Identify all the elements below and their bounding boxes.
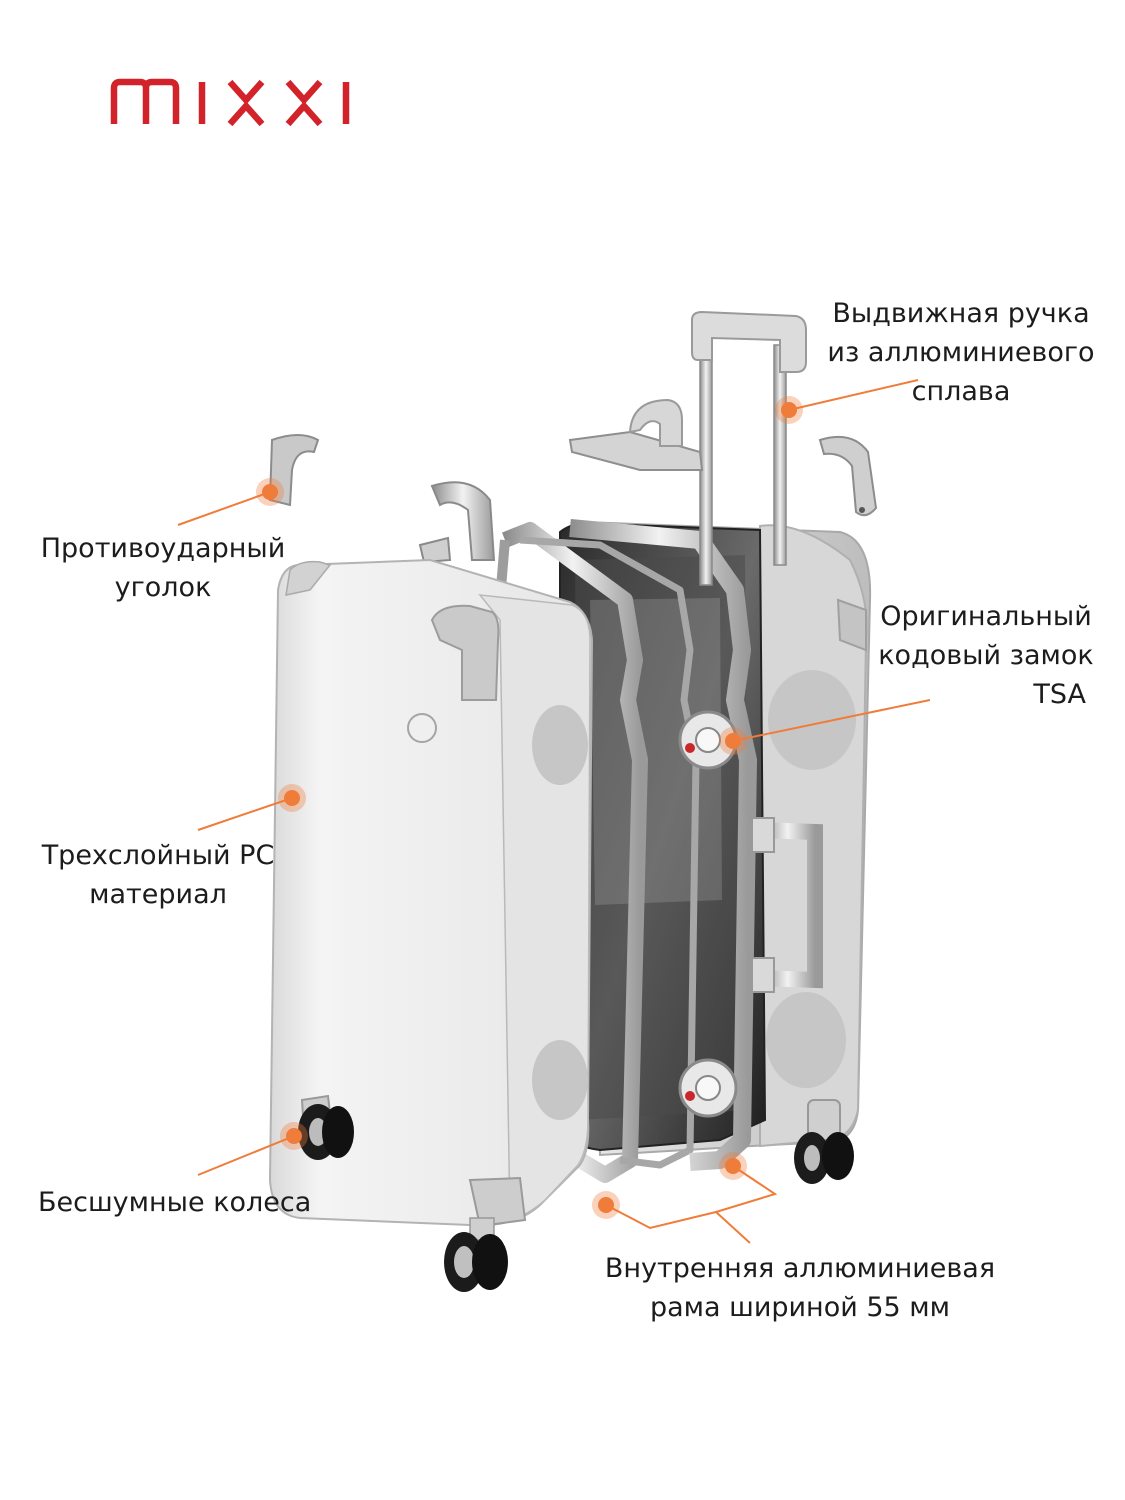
telescopic-handle: [568, 310, 807, 586]
callout-corner-line-2: уголок: [114, 572, 212, 603]
callout-dot-frame-left: [592, 1191, 620, 1219]
callout-frame-line-2: рама шириной 55 мм: [649, 1292, 951, 1323]
callout-dot-lock: [719, 727, 747, 755]
side-handle: [751, 817, 823, 993]
callout-wheels-line-1: Бесшумные колеса: [38, 1187, 312, 1218]
tsa-lock-top: [678, 710, 738, 770]
callout-handle-line-1: Выдвижная ручка: [832, 298, 1090, 329]
corner-protector-right: [818, 436, 878, 517]
callout-label-wheels: Бесшумные колеса: [38, 1183, 311, 1222]
callout-lock-line-2: кодовый замок: [878, 640, 1094, 671]
callout-material-line-1: Трехслойный PC: [41, 840, 275, 871]
callout-corner-line-1: Противоударный: [40, 533, 286, 564]
callout-frame-line-1: Внутренняя аллюминиевая: [604, 1253, 996, 1284]
callout-lock-line-3: TSA: [1033, 679, 1086, 710]
wheels-front: [298, 1104, 508, 1292]
callout-lines: [177, 379, 931, 1244]
callout-dots: [256, 396, 803, 1219]
corner-protector-left: [268, 434, 320, 507]
callout-dot-frame-right: [719, 1152, 747, 1180]
callout-dot-material: [278, 784, 306, 812]
corner-protector-mid: [418, 481, 496, 564]
callout-handle-line-3: сплава: [911, 376, 1011, 407]
callout-lock-line-1: Оригинальный: [880, 601, 1092, 632]
callout-label-frame: Внутренняя аллюминиевая рама шириной 55 …: [590, 1249, 1010, 1327]
callout-dot-wheels: [280, 1122, 308, 1150]
mixi-logo: [110, 78, 350, 126]
callout-label-material: Трехслойный PC материал: [28, 836, 288, 914]
callout-handle-line-2: из аллюминиевого: [827, 337, 1095, 368]
front-shell: [268, 558, 594, 1228]
callout-dot-handle: [775, 396, 803, 424]
callout-label-handle: Выдвижная ручка из аллюминиевого сплава: [826, 294, 1096, 411]
callout-material-line-2: материал: [89, 879, 227, 910]
tsa-lock-bottom: [678, 1058, 738, 1118]
callout-label-corner: Противоударный уголок: [28, 529, 298, 607]
callout-dot-corner: [256, 478, 284, 506]
callout-label-lock: Оригинальный кодовый замок TSA: [866, 597, 1106, 714]
